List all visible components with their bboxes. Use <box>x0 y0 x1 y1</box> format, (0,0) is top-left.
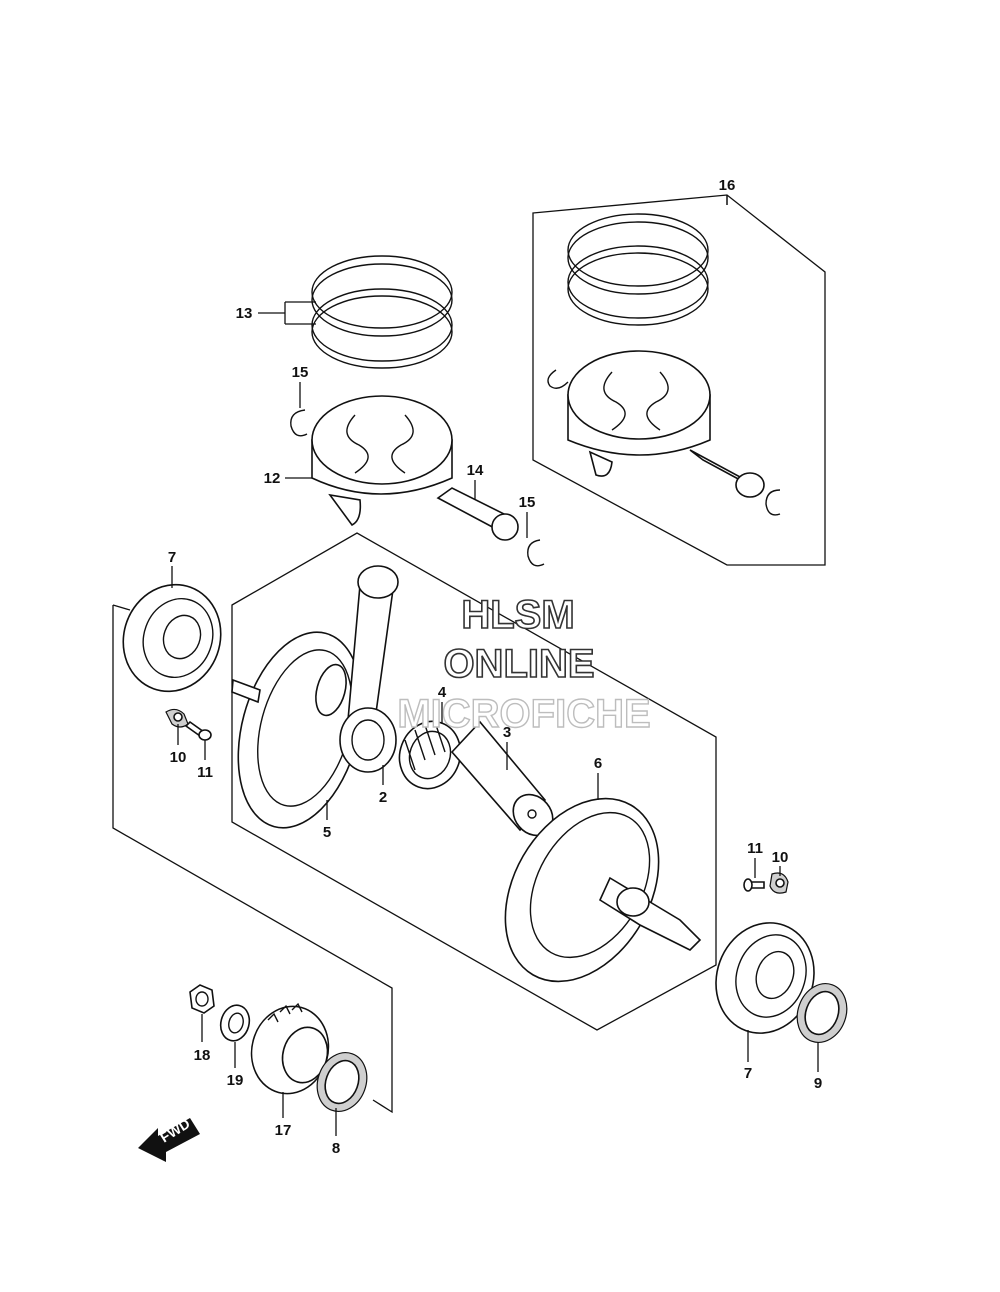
piston-clip-upper[interactable] <box>290 409 308 437</box>
callout-15-upper: 15 <box>292 364 309 381</box>
callout-18: 18 <box>194 1047 211 1064</box>
nut[interactable] <box>189 984 215 1014</box>
callout-labels: 13 15 12 14 15 16 7 4 3 10 11 6 2 5 11 1… <box>168 177 822 1157</box>
oil-seal-right[interactable] <box>789 977 855 1050</box>
crank-web-left[interactable] <box>218 618 382 841</box>
piston-rings[interactable] <box>311 255 453 369</box>
callout-16: 16 <box>719 177 736 194</box>
callout-5: 5 <box>323 824 331 841</box>
screw-left[interactable] <box>184 720 212 741</box>
piston[interactable] <box>311 395 453 527</box>
kit-piston-pin[interactable] <box>689 449 781 516</box>
fwd-arrow: FWD <box>138 1115 200 1162</box>
primary-drive-gear[interactable] <box>242 998 338 1103</box>
washer[interactable] <box>217 1002 253 1044</box>
callout-17: 17 <box>275 1122 292 1139</box>
needle-bearing[interactable] <box>390 713 470 797</box>
piston-clip-lower[interactable] <box>527 539 545 567</box>
oil-seal-left[interactable] <box>309 1046 375 1119</box>
callout-7-left: 7 <box>168 549 176 566</box>
main-bearing-right[interactable] <box>701 909 830 1047</box>
callout-11-left: 11 <box>197 764 213 781</box>
callout-7-right: 7 <box>744 1065 752 1082</box>
callout-11-right: 11 <box>747 840 763 857</box>
watermark: HLSM ONLINE MICROFICHE <box>397 592 652 737</box>
callout-9: 9 <box>814 1075 822 1092</box>
callout-10-right: 10 <box>772 849 789 866</box>
callout-12: 12 <box>264 470 281 487</box>
callout-6: 6 <box>594 755 602 772</box>
callout-19: 19 <box>227 1072 244 1089</box>
callout-10-left: 10 <box>170 749 187 766</box>
callout-15-lower: 15 <box>519 494 536 511</box>
bearing-retainer-left[interactable] <box>165 708 189 728</box>
crankshaft-assembly-outline <box>231 532 717 1031</box>
crank-bracket-left-outline <box>112 604 393 1114</box>
kit-piston[interactable] <box>547 350 711 477</box>
callout-4: 4 <box>438 684 447 701</box>
crank-web-right[interactable] <box>474 771 702 1009</box>
bearing-retainer-right[interactable] <box>769 872 789 894</box>
callout-3: 3 <box>503 724 511 741</box>
screw-right[interactable] <box>743 878 765 892</box>
kit-piston-rings[interactable] <box>567 213 709 326</box>
callout-2: 2 <box>379 789 387 806</box>
leader-lines <box>171 195 819 1136</box>
callout-8: 8 <box>332 1140 340 1157</box>
watermark-line3: MICROFICHE <box>397 692 650 736</box>
callout-13: 13 <box>236 305 253 322</box>
piston-pin[interactable] <box>436 487 519 541</box>
callout-14: 14 <box>467 462 484 479</box>
main-bearing-left[interactable] <box>108 571 235 705</box>
watermark-line1: HLSM <box>461 593 574 637</box>
watermark-line2: ONLINE <box>443 642 594 686</box>
connecting-rod[interactable] <box>339 565 399 773</box>
crank-pin[interactable] <box>450 720 561 843</box>
